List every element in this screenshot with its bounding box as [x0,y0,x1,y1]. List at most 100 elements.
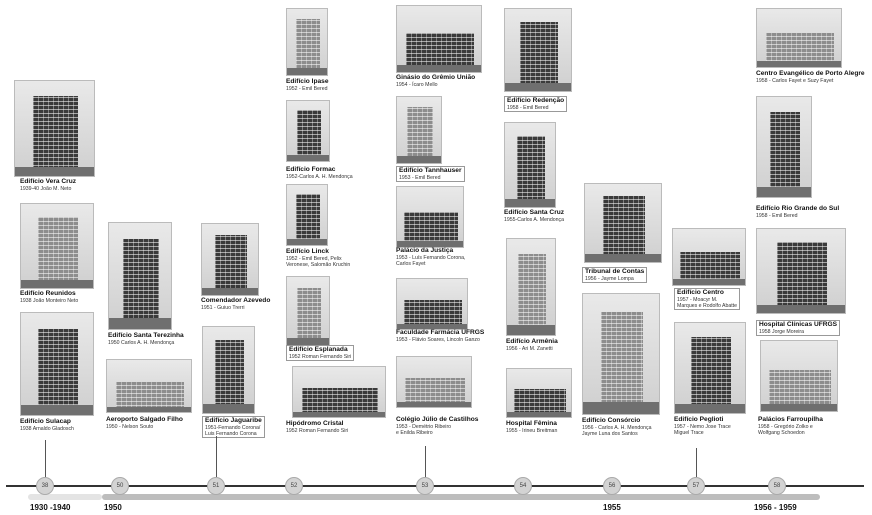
building-detail: 1958 - Gregório Zolko e [758,424,813,430]
window-grid [518,253,546,335]
building-name: Edifício Tannhauser [399,167,462,174]
building-name: Palácios Farroupilha [758,416,823,423]
building-photo [756,96,812,198]
building-detail: 1953 - Emil Bered [399,175,441,181]
building-name: Hipódromo Cristal [286,420,344,427]
timeline-node: 56 [603,477,621,495]
ground [397,65,481,72]
building-detail: e Enilda Ribeiro [396,430,433,437]
building-detail: Miguel Trace [674,430,704,437]
building-detail: 1956 - Jayme Lompa [585,276,634,282]
ground [757,187,811,197]
building-photo [674,322,746,414]
building-name: Edifício Linck [286,248,329,255]
building-detail: Luis Fernando Corona [205,431,257,438]
ground [585,254,661,262]
building-shape [296,194,320,245]
ground [757,304,845,313]
timeline-node: 51 [207,477,225,495]
building-name: Ginásio do Grêmio União [396,74,476,81]
building-photo [672,228,746,286]
ground [505,198,555,207]
timeline-connector [425,446,426,477]
building-shape [691,336,731,413]
building-photo [396,186,464,248]
building-name: Edifício Consórcio [582,417,641,424]
building-photo [396,5,482,73]
ground [397,402,471,407]
building-shape [123,239,159,329]
building-detail: 1956 - Ari M. Zanetti [506,346,553,352]
window-grid [520,21,558,91]
window-grid [691,336,731,413]
building-photo [20,203,94,289]
building-photo [396,278,468,330]
ground [21,279,93,288]
window-grid [777,241,827,313]
building-detail: 1957 - Nemo Jose Trace [674,424,731,430]
building-photo [286,184,328,246]
building-detail: 1952 - Emil Bered [286,86,328,92]
building-photo [286,276,330,346]
timeline-period-label: 1930 -1940 [30,503,71,512]
building-photo [202,326,255,414]
building-name: Colégio Júlio de Castilhos [396,416,479,423]
building-shape [214,340,245,413]
building-detail: 1938 João Monteiro Neto [20,298,79,304]
building-name: Edifício Esplanada [289,346,348,353]
building-detail: 1952 Roman Fernando Siri [286,428,349,434]
building-photo [506,368,572,418]
window-grid [215,234,247,295]
ground [675,404,745,413]
building-photo [396,356,472,408]
building-photo [108,222,172,330]
building-shape [296,19,320,75]
ground [397,324,467,329]
building-detail: 1953 - Flávio Soares, Lincoln Ganzo [396,337,480,343]
building-shape [407,107,433,163]
timeline-node: 57 [687,477,705,495]
building-photo [14,80,95,177]
building-shape [296,110,322,161]
timeline-connector [216,436,217,477]
building-photo [106,359,192,413]
window-grid [296,110,322,161]
building-name: Edifício Ipase [286,78,329,85]
ground [505,82,571,91]
ground [203,404,254,413]
building-photo [506,238,556,336]
building-name: Edifício Reunidos [20,290,76,297]
window-grid [407,107,433,163]
window-grid [602,196,646,262]
window-grid [600,312,644,414]
building-detail: 1957 - Moacyr M. [677,297,718,303]
building-name: Edifício Santa Cruz [504,209,565,216]
building-detail: Wolfgang Schoedon [758,430,805,437]
building-detail: 1952 Roman Fernando Siri [289,354,352,360]
ground [21,404,93,415]
ground [507,325,555,335]
building-name: Edifício Jaguaribe [205,417,262,424]
building-shape [296,287,322,345]
timeline-period-label: 1956 - 1959 [754,503,797,512]
building-name: Edifício Armênia [506,338,558,345]
building-shape [518,253,546,335]
building-name: Edifício Santa Terezinha [108,332,184,339]
